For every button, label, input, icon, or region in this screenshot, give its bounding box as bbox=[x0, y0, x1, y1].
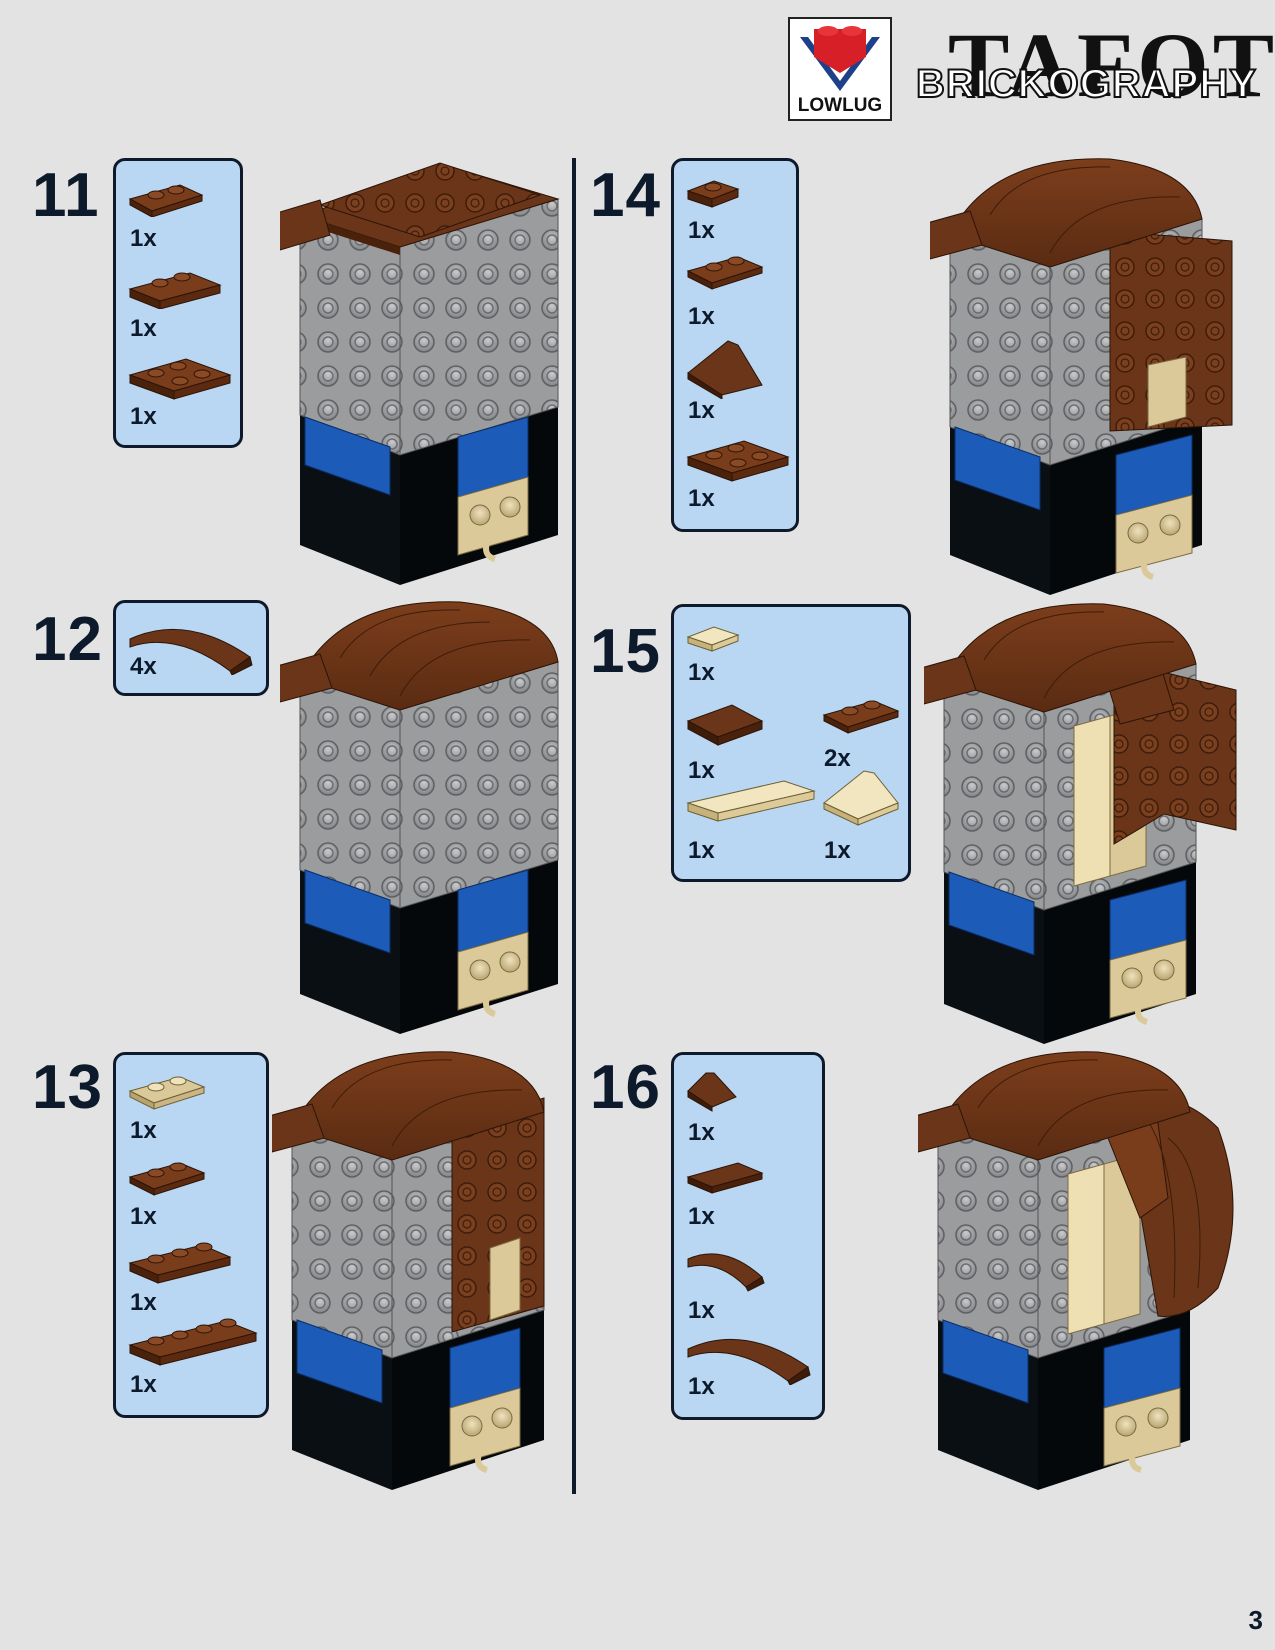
model-step-12 bbox=[280, 601, 559, 1034]
part-qty: 1x bbox=[688, 757, 715, 784]
brown-plate-1x2-icon bbox=[822, 700, 900, 734]
part-qty: 2x bbox=[824, 745, 851, 772]
part-qty: 1x bbox=[130, 1371, 157, 1398]
part-qty: 4x bbox=[130, 653, 157, 680]
part-qty: 1x bbox=[688, 837, 715, 864]
brown-tile-1x2-icon bbox=[686, 1162, 764, 1194]
part-qty: 1x bbox=[688, 485, 715, 512]
brown-curved-slope-small-icon bbox=[687, 1253, 765, 1292]
part-qty: 1x bbox=[130, 1289, 157, 1316]
step-number-15: 15 bbox=[590, 617, 661, 686]
part-qty: 1x bbox=[688, 659, 715, 686]
column-divider bbox=[572, 158, 576, 1494]
model-step-14 bbox=[930, 158, 1233, 595]
page-number: 3 bbox=[1248, 1605, 1263, 1635]
model-step-16 bbox=[918, 1051, 1234, 1490]
part-qty: 1x bbox=[688, 303, 715, 330]
part-qty: 1x bbox=[688, 1119, 715, 1146]
model-step-11 bbox=[280, 162, 560, 585]
part-qty: 1x bbox=[688, 397, 715, 424]
parts-list-step-15: 1x 1x 2x 1x 1x bbox=[671, 604, 911, 882]
part-qty: 1x bbox=[130, 315, 157, 342]
part-qty: 1x bbox=[130, 403, 157, 430]
brown-plate-1x2-icon bbox=[686, 256, 764, 290]
tafot-logo-text: TAFOT bbox=[948, 14, 1275, 116]
brown-curved-slope-icon bbox=[687, 1338, 811, 1385]
part-qty: 1x bbox=[130, 1203, 157, 1230]
part-qty: 1x bbox=[688, 1373, 715, 1400]
brown-plate-1x2-icon bbox=[128, 184, 204, 217]
tan-slope-icon bbox=[823, 770, 899, 826]
parts-list-step-16: 1x 1x 1x 1x bbox=[671, 1052, 825, 1420]
step-number-16: 16 bbox=[590, 1053, 661, 1122]
brown-plate-2x2-icon bbox=[128, 358, 232, 400]
brown-plate-1x4-icon bbox=[128, 1318, 258, 1366]
parts-list-step-13: 1x 1x 1x 1x bbox=[113, 1052, 269, 1418]
tan-tile-1x1-icon bbox=[686, 626, 740, 652]
lowlug-logo: LOWLUG bbox=[788, 17, 892, 121]
brown-slope-icon bbox=[687, 340, 763, 399]
brown-plate-2x2-icon bbox=[686, 440, 790, 482]
part-qty: 1x bbox=[824, 837, 851, 864]
brickography-logo: TAFOT BRICKOGRAPHY bbox=[900, 12, 1274, 116]
brown-plate-1x2-icon bbox=[128, 1162, 206, 1196]
part-qty: 1x bbox=[130, 225, 157, 252]
brickography-logo-text: BRICKOGRAPHY bbox=[915, 61, 1257, 107]
step-number-12: 12 bbox=[32, 605, 103, 674]
tan-tile-1x4-icon bbox=[686, 780, 816, 822]
step-number-11: 11 bbox=[32, 161, 100, 230]
part-qty: 1x bbox=[688, 1203, 715, 1230]
brown-slope-icon bbox=[686, 704, 764, 746]
parts-list-step-11: 1x 1x 1x bbox=[113, 158, 243, 448]
brown-plate-with-rail-icon bbox=[128, 272, 222, 309]
lowlug-logo-text: LOWLUG bbox=[797, 95, 883, 116]
part-qty: 1x bbox=[688, 217, 715, 244]
brown-plate-1x3-icon bbox=[128, 1242, 232, 1284]
part-qty: 1x bbox=[688, 1297, 715, 1324]
model-step-15 bbox=[924, 603, 1237, 1044]
brown-curved-slope-icon bbox=[129, 628, 253, 675]
brown-slope-1x1-icon bbox=[687, 1072, 737, 1112]
tan-plate-1x2-icon bbox=[128, 1076, 206, 1110]
parts-list-step-14: 1x 1x 1x 1x bbox=[671, 158, 799, 532]
step-number-13: 13 bbox=[32, 1053, 103, 1122]
lowlug-brick-icon bbox=[800, 26, 880, 91]
parts-list-step-12: 4x bbox=[113, 600, 269, 696]
step-number-14: 14 bbox=[590, 161, 661, 230]
brown-plate-1x1-icon bbox=[686, 180, 740, 208]
model-step-13 bbox=[272, 1051, 545, 1490]
part-qty: 1x bbox=[130, 1117, 157, 1144]
